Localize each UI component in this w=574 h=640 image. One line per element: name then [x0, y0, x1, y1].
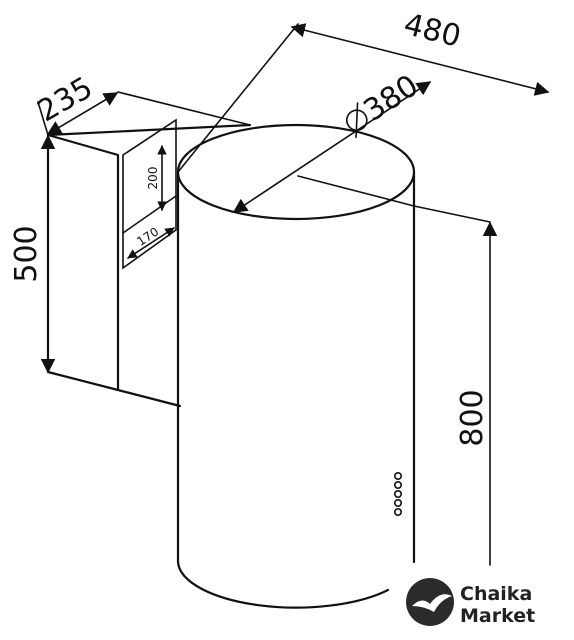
depth-label: 235: [32, 70, 99, 129]
logo-line1: Chaika: [460, 583, 532, 605]
chaika-market-logo: Chaika Market: [406, 578, 535, 627]
dimension-width: 480: [290, 7, 550, 96]
logo-line2: Market: [460, 605, 535, 627]
dimension-diameter: 380: [232, 68, 432, 213]
total-height-label: 800: [455, 389, 490, 446]
control-buttons: [393, 471, 402, 516]
logo-circle-icon: [406, 578, 454, 626]
dimension-outlet-width: 170: [127, 225, 175, 259]
diameter-label: 380: [358, 68, 425, 129]
duct-height-label: 500: [9, 225, 44, 282]
dimension-total-height: 800: [455, 221, 498, 566]
dimension-duct-height: 500: [9, 134, 56, 374]
dimension-outlet-height: 200: [146, 145, 167, 211]
outlet-window: [122, 118, 177, 270]
seagull-icon: [412, 594, 452, 612]
width-label: 480: [400, 7, 464, 55]
outlet-height-label: 200: [146, 167, 160, 190]
